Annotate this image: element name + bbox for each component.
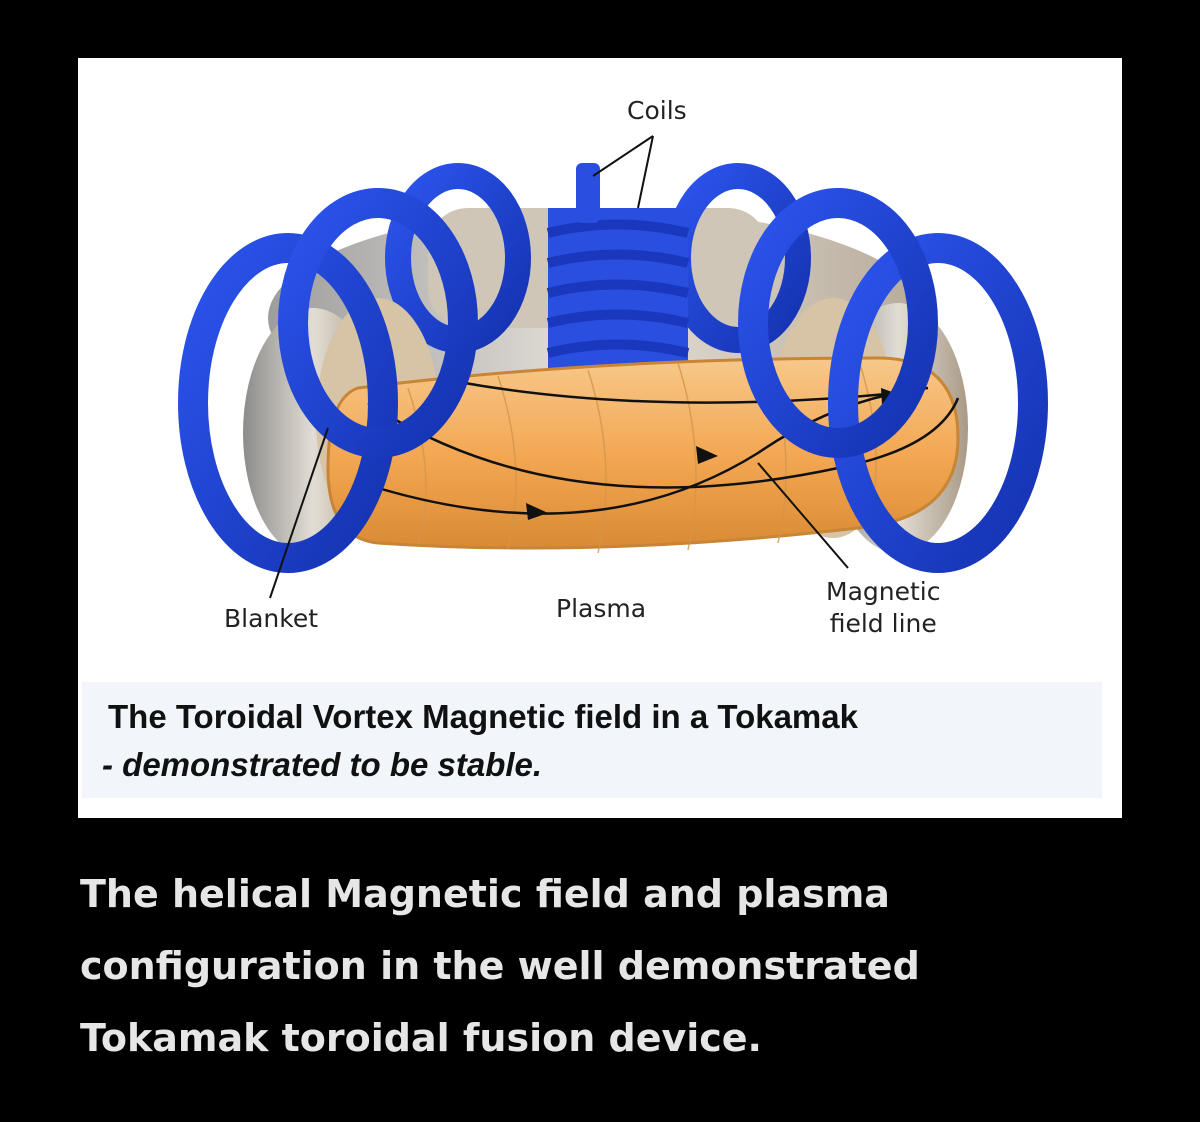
caption-subtitle: - demonstrated to be stable. [102,746,543,783]
coil-mid-right [738,188,938,458]
label-blanket: Blanket [224,604,319,633]
coil-front-left [178,233,398,573]
coil-mid-left [278,188,478,458]
post-text-line: The helical Magnetic field and plasma [80,872,890,916]
post-text: The helical Magnetic field and plasma co… [80,858,1140,1074]
label-coils: Coils [627,96,687,125]
diagram-caption: The Toroidal Vortex Magnetic field in a … [82,682,1102,798]
label-leaders [269,135,849,599]
label-magnetic-field-line: Magnetic field line [826,576,940,640]
coil-front-right [828,233,1048,573]
label-magnetic-line2: field line [829,609,937,638]
tokamak-illustration [178,135,1048,599]
label-plasma: Plasma [556,594,647,623]
diagram-panel: Coils Blanket Plasma Magnetic field line… [78,58,1122,818]
caption-title: The Toroidal Vortex Magnetic field in a … [108,698,858,735]
label-magnetic-line1: Magnetic [826,577,941,606]
coils-front [178,188,1048,573]
post-text-line: Tokamak toroidal fusion device. [80,1016,762,1060]
post-text-line: configuration in the well demonstrated [80,944,920,988]
